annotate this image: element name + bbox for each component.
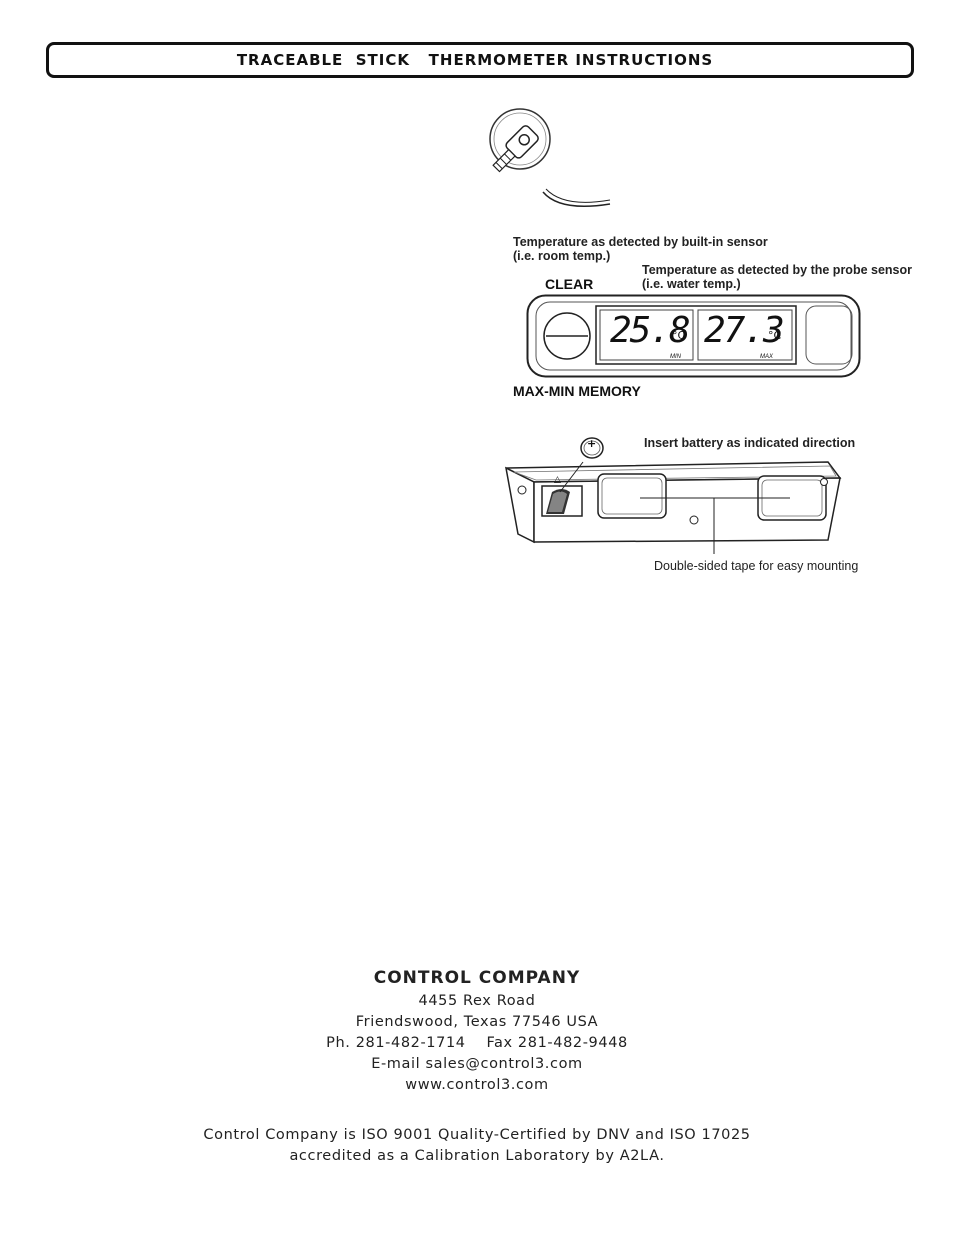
probe-suction-cup-icon <box>489 108 611 207</box>
address-line2: Friendswood, Texas 77546 USA <box>355 1014 599 1030</box>
thermometer-back: △ <box>504 461 842 554</box>
thermometer-front <box>526 294 861 378</box>
probe-sensor-label-line1: Temperature as detected by the probe sen… <box>642 263 912 277</box>
page-title: TRACEABLE STICK THERMOMETER INSTRUCTIONS <box>236 51 714 69</box>
builtin-sensor-label: Temperature as detected by built-in sens… <box>513 235 768 263</box>
website-link[interactable]: www.control3.com <box>405 1077 549 1093</box>
company-name: CONTROL COMPANY <box>373 968 581 988</box>
display-right-unit: °C <box>768 329 782 342</box>
svg-text:△: △ <box>554 475 561 485</box>
builtin-sensor-label-line2: (i.e. room temp.) <box>513 249 611 263</box>
builtin-sensor-label-line1: Temperature as detected by built-in sens… <box>513 235 768 249</box>
display-left-value: 25.8 <box>610 310 691 351</box>
tape-pad-left <box>597 473 667 519</box>
battery-label: Insert battery as indicated direction <box>644 436 856 450</box>
max-min-memory-label: MAX-MIN MEMORY <box>513 383 641 399</box>
clear-label: CLEAR <box>545 276 594 292</box>
display-right-value: 27.3 <box>704 310 785 351</box>
tape-label: Double-sided tape for easy mounting <box>654 559 859 573</box>
battery-icon <box>580 437 604 459</box>
probe-sensor-label: Temperature as detected by the probe sen… <box>642 263 912 291</box>
address-line1: 4455 Rex Road <box>418 993 536 1009</box>
title-box: TRACEABLE STICK THERMOMETER INSTRUCTIONS <box>46 42 914 78</box>
display-min-label: MIN <box>670 354 681 360</box>
battery-polarity: + <box>587 437 597 450</box>
probe-sensor-label-line2: (i.e. water temp.) <box>642 277 741 291</box>
display-left-unit: °C <box>672 329 686 342</box>
display-max-label: MAX <box>760 354 774 360</box>
certification-line1: Control Company is ISO 9001 Quality-Cert… <box>203 1127 751 1143</box>
email-link[interactable]: E-mail sales@control3.com <box>371 1056 583 1072</box>
certification-line2: accredited as a Calibration Laboratory b… <box>289 1148 665 1164</box>
phone-fax-line: Ph. 281-482-1714 Fax 281-482-9448 <box>326 1035 628 1051</box>
